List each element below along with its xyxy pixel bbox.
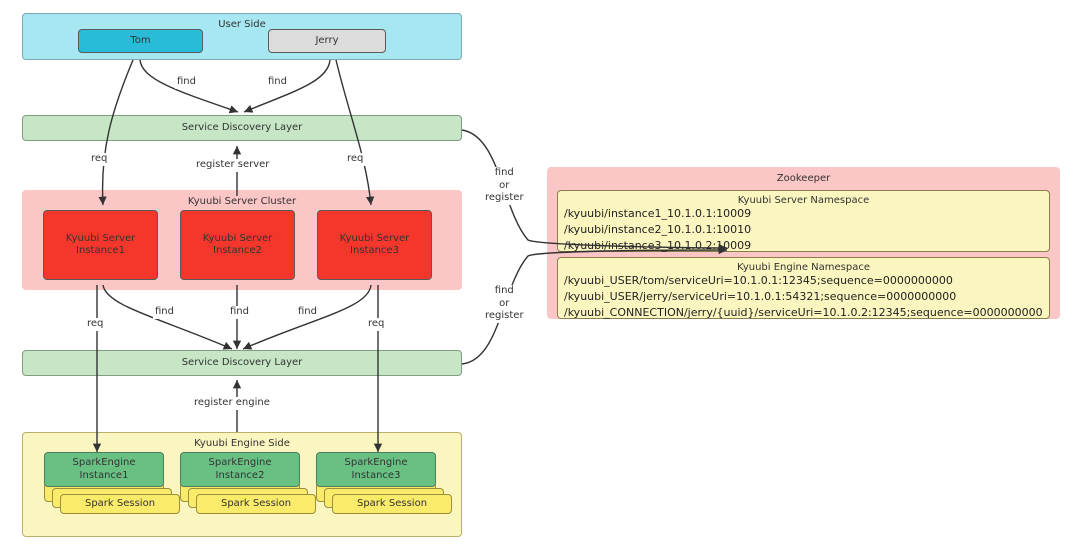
user-tom-label: Tom — [130, 34, 151, 46]
edge-label-req-jerry-top: req — [345, 153, 366, 166]
server-namespace-entry: /kyuubi/instance3_10.1.0.2:10009 — [564, 238, 752, 252]
kyuubi-server-instance2[interactable]: Kyuubi Server Instance2 — [180, 210, 295, 280]
service-discovery-layer-bottom: Service Discovery Layer — [22, 350, 462, 376]
spark-engine-instance1[interactable]: SparkEngine Instance1 — [44, 452, 164, 487]
edge-label-req-tom-top: req — [89, 153, 110, 166]
spark-session-3-label: Spark Session — [356, 497, 428, 509]
kyuubi-server-cluster-title: Kyuubi Server Cluster — [187, 196, 297, 207]
edge-label-find-or-register-bottom: find or register — [483, 285, 526, 323]
kyuubi-server-instance1[interactable]: Kyuubi Server Instance1 — [43, 210, 158, 280]
service-discovery-layer-bottom-label: Service Discovery Layer — [181, 356, 303, 368]
edge-label-find-s3: find — [296, 306, 319, 319]
kyuubi-engine-namespace-title: Kyuubi Engine Namespace — [736, 262, 871, 273]
kyuubi-engine-namespace-box: Kyuubi Engine Namespace /kyuubi_USER/tom… — [557, 257, 1050, 319]
edge-label-find-or-register-top: find or register — [483, 167, 526, 205]
kyuubi-engine-side-title: Kyuubi Engine Side — [194, 438, 290, 449]
spark-session-1[interactable]: Spark Session — [60, 494, 180, 514]
edge-label-register-engine: register engine — [192, 397, 272, 410]
engine-namespace-entry: /kyuubi_USER/tom/serviceUri=10.1.0.1:123… — [564, 274, 953, 287]
spark-session-2[interactable]: Spark Session — [196, 494, 316, 514]
service-discovery-layer-top-label: Service Discovery Layer — [181, 121, 303, 133]
kyuubi-server-namespace-title: Kyuubi Server Namespace — [737, 195, 870, 206]
engine-namespace-entry: /kyuubi_USER/jerry/serviceUri=10.1.0.1:5… — [564, 289, 957, 303]
spark-engine-instance1-label: SparkEngine Instance1 — [72, 457, 136, 481]
kyuubi-server-instance1-label: Kyuubi Server Instance1 — [65, 232, 136, 257]
user-node-tom[interactable]: Tom — [78, 29, 203, 53]
edge-label-req-s1: req — [85, 318, 106, 331]
edge-label-find-tom-top: find — [175, 76, 198, 89]
kyuubi-server-instance3-label: Kyuubi Server Instance3 — [339, 232, 410, 257]
server-namespace-entry: /kyuubi/instance1_10.1.0.1:10009 — [564, 207, 752, 220]
spark-engine-instance2-label: SparkEngine Instance2 — [208, 457, 272, 481]
engine-namespace-entry: /kyuubi_CONNECTION/jerry/{uuid}/serviceU… — [564, 305, 1043, 319]
edge-label-req-s3: req — [366, 318, 387, 331]
edge-label-register-server: register server — [194, 159, 272, 172]
zookeeper-title: Zookeeper — [776, 173, 831, 184]
edge-label-find-s2: find — [228, 306, 251, 319]
kyuubi-server-instance3[interactable]: Kyuubi Server Instance3 — [317, 210, 432, 280]
service-discovery-layer-top: Service Discovery Layer — [22, 115, 462, 141]
spark-engine-instance3-label: SparkEngine Instance3 — [344, 457, 408, 481]
spark-session-1-label: Spark Session — [84, 497, 156, 509]
kyuubi-server-instance2-label: Kyuubi Server Instance2 — [202, 232, 273, 257]
user-jerry-label: Jerry — [315, 34, 339, 46]
spark-engine-instance2[interactable]: SparkEngine Instance2 — [180, 452, 300, 487]
spark-session-3[interactable]: Spark Session — [332, 494, 452, 514]
spark-session-2-label: Spark Session — [220, 497, 292, 509]
user-side-title: User Side — [218, 19, 266, 30]
edge-label-find-jerry-top: find — [266, 76, 289, 89]
kyuubi-server-namespace-box: Kyuubi Server Namespace /kyuubi/instance… — [557, 190, 1050, 252]
spark-engine-instance3[interactable]: SparkEngine Instance3 — [316, 452, 436, 487]
edge-label-find-s1: find — [153, 306, 176, 319]
server-namespace-entry: /kyuubi/instance2_10.1.0.1:10010 — [564, 222, 752, 236]
user-node-jerry[interactable]: Jerry — [268, 29, 386, 53]
